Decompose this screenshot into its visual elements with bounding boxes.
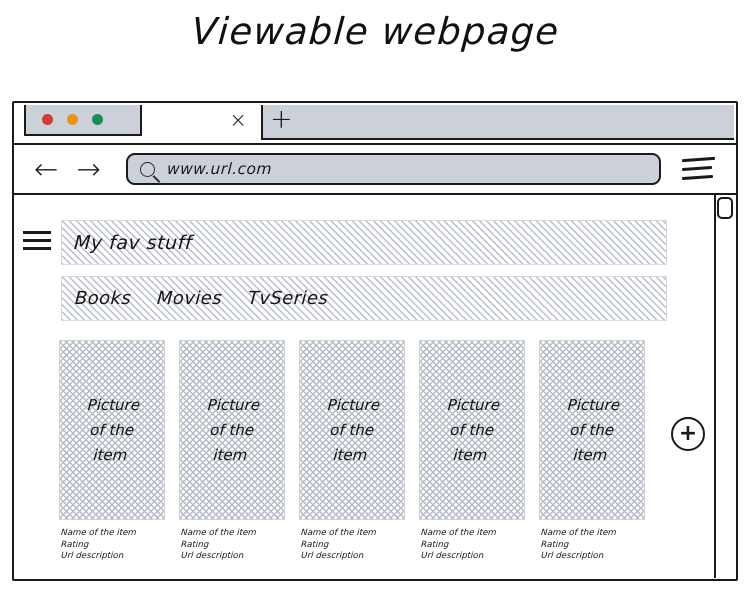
item-rating: Rating [60,539,90,550]
menu-line-3 [681,174,714,180]
item-meta: Name of the item Rating Url description [539,528,645,563]
window-controls [24,105,142,136]
site-nav-bar: Books Movies TvSeries [61,276,667,321]
menu-line-2 [681,165,713,171]
back-arrow-icon[interactable]: ← [34,151,59,186]
item-rating: Rating [300,539,330,550]
item-url: Url description [60,551,125,561]
browser-menu-icon[interactable] [681,156,716,183]
site-hamburger-menu-icon[interactable] [23,231,53,253]
browser-toolbar: ← → www.url.com [14,145,736,195]
item-rating: Rating [420,539,450,550]
item-rating: Rating [540,539,570,550]
item-meta: Name of the item Rating Url description [419,528,525,563]
item-name: Name of the item [60,528,137,538]
nav-item-tvseries[interactable]: TvSeries [247,288,330,309]
menu-line-1 [681,156,716,162]
item-meta: Name of the item Rating Url description [179,528,285,563]
item-url: Url description [420,551,485,561]
new-tab-button[interactable]: + [261,104,734,140]
scrollbar-thumb[interactable] [717,197,733,219]
page-title: Viewable webpage [190,10,561,53]
page-viewport: My fav stuff Books Movies TvSeries Pictu… [14,195,736,578]
site-menu-line-3 [23,247,51,250]
browser-tab-strip: × + [14,103,736,145]
item-url: Url description [540,551,605,561]
nav-item-books[interactable]: Books [74,288,132,309]
item-rating: Rating [180,539,210,550]
maximize-window-dot[interactable] [92,114,103,125]
item-url: Url description [180,551,245,561]
url-bar[interactable]: www.url.com [126,153,661,185]
plus-icon: + [678,421,698,446]
close-window-dot[interactable] [42,114,53,125]
item-url: Url description [300,551,365,561]
url-input[interactable]: www.url.com [166,160,273,178]
search-icon [140,161,155,177]
item-name: Name of the item [420,528,497,538]
close-tab-icon[interactable]: × [229,108,247,132]
page-scrollbar[interactable] [714,195,736,578]
site-menu-line-2 [23,239,51,242]
item-meta: Name of the item Rating Url description [59,528,165,563]
item-meta: Name of the item Rating Url description [299,528,405,563]
minimize-window-dot[interactable] [67,114,78,125]
site-header-bar: My fav stuff [61,220,667,265]
site-title: My fav stuff [73,231,193,254]
plus-icon: + [270,104,293,135]
item-name: Name of the item [300,528,377,538]
forward-arrow-icon[interactable]: → [76,151,101,186]
browser-window: × + ← → www.url.com [12,101,738,581]
site-menu-line-1 [23,231,51,234]
nav-item-movies[interactable]: Movies [156,288,223,309]
item-name: Name of the item [180,528,257,538]
item-name: Name of the item [540,528,617,538]
add-item-button[interactable]: + [671,417,705,451]
